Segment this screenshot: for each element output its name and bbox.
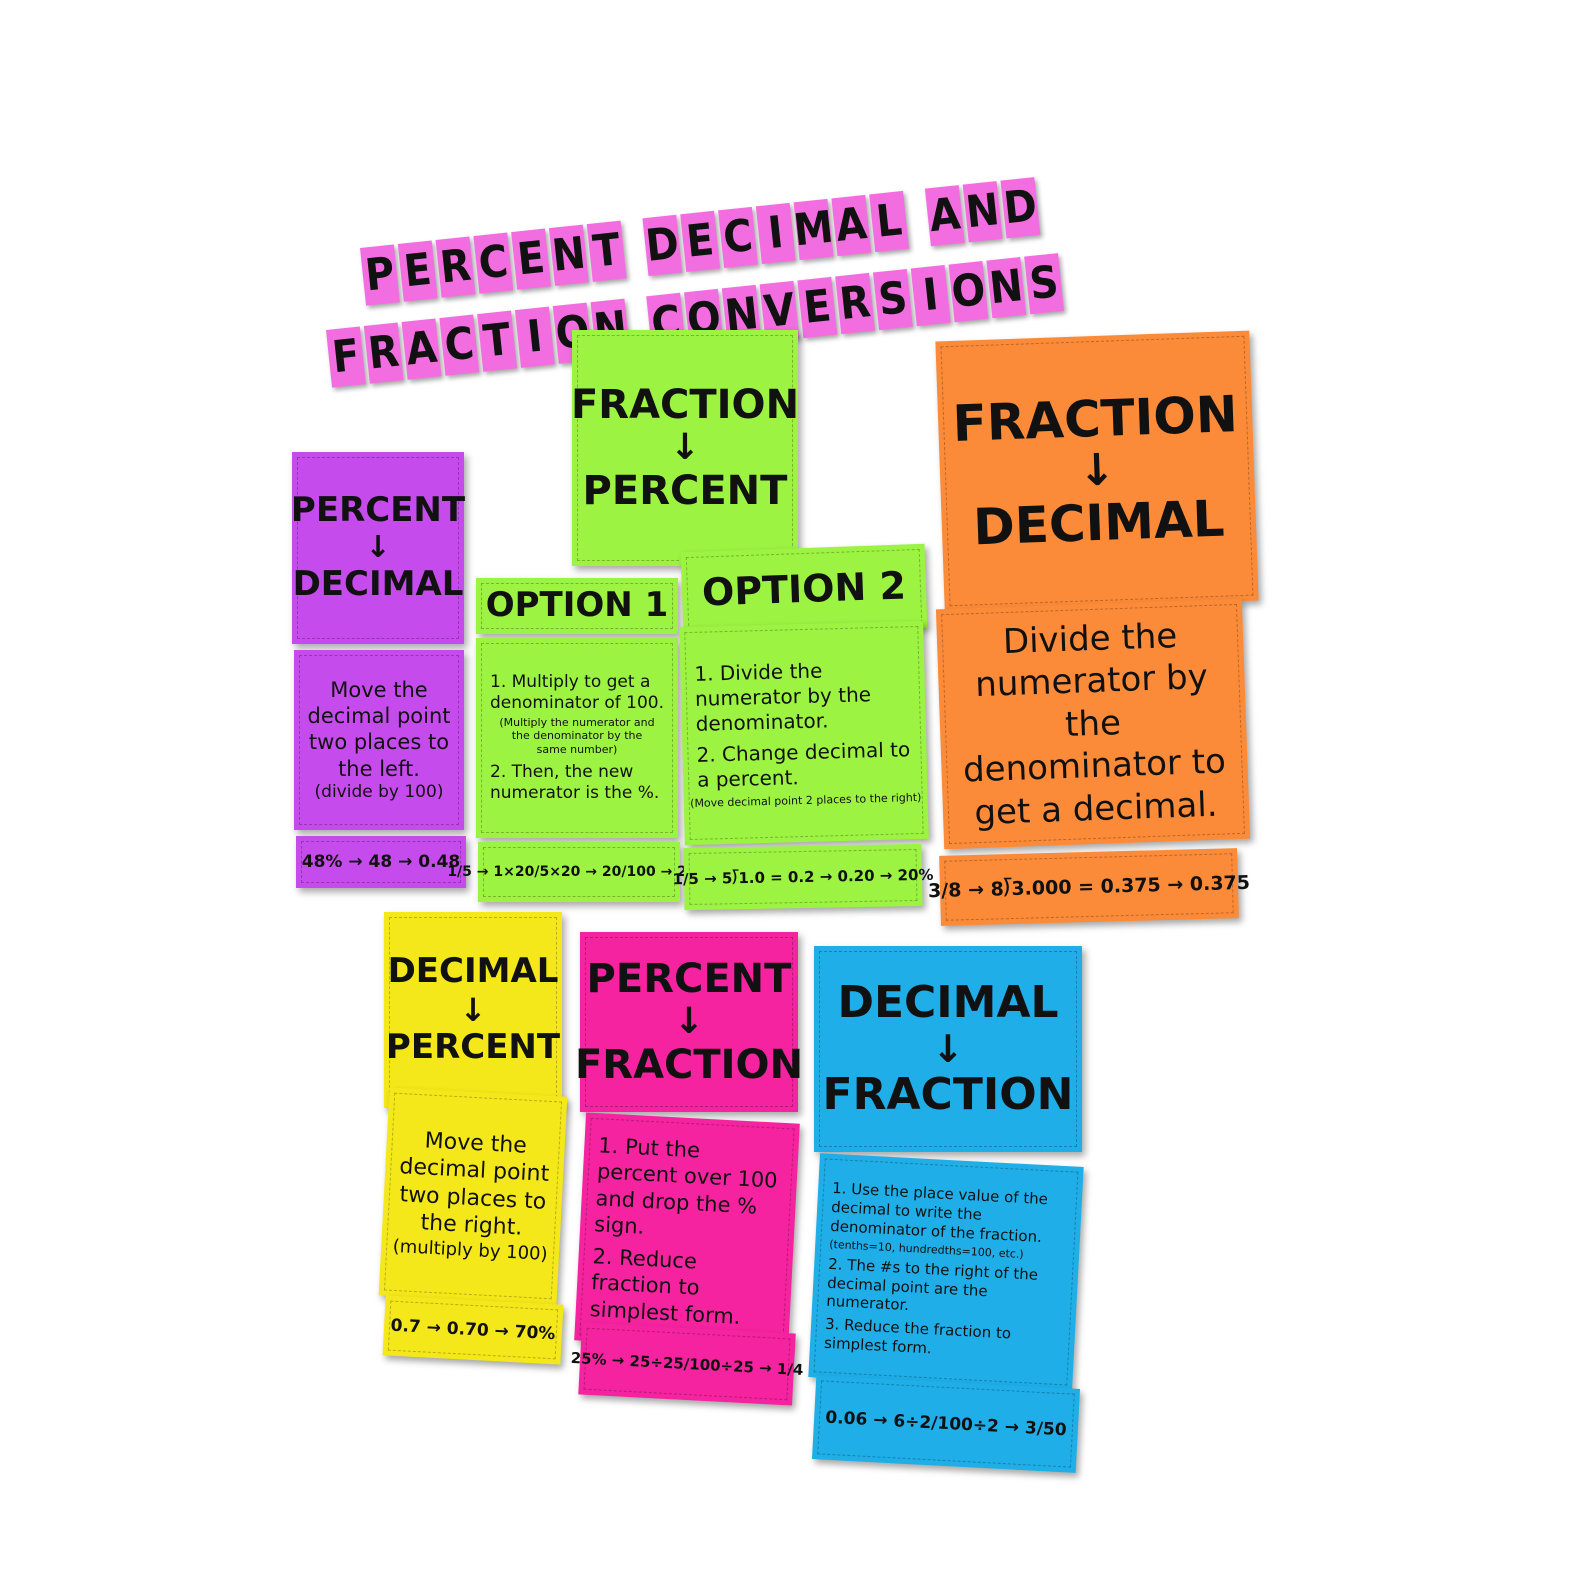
title-letter-tile: L [869,190,910,253]
rule-note: (divide by 100) [314,781,444,802]
rule-text: Move the decimal point two places to the… [307,677,451,781]
title-letter-tile: N [548,224,589,286]
title-letter-tile: C [473,232,514,294]
option-1-example-card: 1/5 → 1×20/5×20 → 20/100 → 20% [447,842,711,902]
to-label: FRACTION [574,1042,804,1088]
title-letter-tile: S [872,268,913,331]
title-letter-tile: D [1000,177,1041,239]
title-letter-tile: O [948,261,989,323]
example-text: 0.7 → 0.70 → 70% [390,1315,556,1345]
decimal-to-percent-example-card: 0.7 → 0.70 → 70% [382,1295,564,1365]
fraction-to-percent-header-card: FRACTION ↓ PERCENT [570,330,800,566]
option-1-label-card: OPTION 1 [476,578,678,634]
percent-to-decimal-rule-card: Move the decimal point two places to the… [294,650,464,830]
title-letter-tile: R [435,236,476,298]
down-arrow-icon: ↓ [932,1027,964,1071]
from-label: PERCENT [290,490,466,531]
down-arrow-icon: ↓ [365,530,391,565]
title-letter-tile: F [326,326,366,388]
option-1-step-1-note: (Multiply the numerator and the denomina… [499,716,655,756]
example-text: 25% → 25÷25/100÷25 → 1/4 [570,1348,804,1380]
fraction-to-decimal-example-card: 3/8 → 8⟌3.000 = 0.375 → 0.375 [928,848,1250,926]
percent-to-decimal-header-card: PERCENT ↓ DECIMAL [290,452,466,644]
option-1-example: 1/5 → 1×20/5×20 → 20/100 → 20% [447,864,711,880]
title-letter-tile: N [986,257,1027,319]
option-2-label: OPTION 2 [701,563,907,615]
option-1-label: OPTION 1 [485,585,669,626]
to-label: DECIMAL [972,489,1226,557]
example-text: 48% → 48 → 0.48 [301,852,461,872]
to-label: PERCENT [582,468,788,514]
percent-to-fraction-steps-card: 1. Put the percent over 100 and drop the… [574,1112,800,1352]
title-letter-tile: P [360,244,400,306]
decimal-to-fraction-example-card: 0.06 → 6÷2/100÷2 → 3/50 [811,1375,1081,1473]
title-letter-tile: C [718,206,758,269]
from-label: FRACTION [570,382,800,428]
title-letter-tile: M [791,198,836,261]
title-letter-tile: A [924,185,965,247]
decimal-to-fraction-steps-card: 1. Use the place value of the decimal to… [808,1153,1084,1391]
percent-to-fraction-example-card: 25% → 25÷25/100÷25 → 1/4 [570,1322,804,1406]
down-arrow-icon: ↓ [673,1001,705,1042]
title-space [625,219,645,278]
option-1-step-2: 2. Then, the new numerator is the %. [490,761,660,804]
down-arrow-icon: ↓ [669,427,701,468]
title-letter-tile: E [797,276,838,339]
decimal-to-percent-rule-card: Move the decimal point two places to the… [378,1087,568,1305]
step-1: 1. Put the percent over 100 and drop the… [593,1133,779,1239]
option-1-step-1: 1. Multiply to get a denominator of 100. [490,671,665,713]
percent-to-decimal-example-card: 48% → 48 → 0.48 [296,836,466,888]
option-2-example: 1/5 → 5⟌1.0 = 0.2 → 0.20 → 20% [672,865,934,889]
title-letter-tile: A [401,318,442,380]
fraction-to-decimal-header-card: FRACTION ↓ DECIMAL [935,330,1259,612]
title-letter-tile: I [755,202,796,265]
option-2-step-2: 2. Change decimal to a percent. [696,737,911,792]
to-label: DECIMAL [292,564,464,604]
title-letter-tile: I [910,264,951,327]
fraction-to-decimal-rule-card: Divide the numerator by the denominator … [935,598,1251,850]
from-label: DECIMAL [837,976,1059,1028]
rule-text: Move the decimal point two places to the… [398,1128,550,1241]
to-label: PERCENT [385,1027,561,1067]
title-letter-tile: C [439,314,480,376]
to-label: FRACTION [822,1069,1074,1120]
decimal-to-percent-header-card: DECIMAL ↓ PERCENT [384,912,562,1108]
example-text: 0.06 → 6÷2/100÷2 → 3/50 [824,1407,1068,1441]
title-letter-tile: N [962,181,1003,243]
title-letter-tile: T [586,220,627,282]
from-label: DECIMAL [387,951,559,992]
option-2-example-card: 1/5 → 5⟌1.0 = 0.2 → 0.20 → 20% [672,843,934,911]
example-text: 3/8 → 8⟌3.000 = 0.375 → 0.375 [927,871,1251,903]
title-letter-tile: D [642,214,683,276]
down-arrow-icon: ↓ [459,991,487,1029]
title-letter-tile: E [511,228,552,290]
title-letter-tile: S [1024,253,1065,315]
from-label: PERCENT [586,956,792,1002]
option-2-step-1: 1. Divide the numerator by the denominat… [694,658,872,736]
title-letter-tile: E [680,210,721,273]
title-letter-tile: I [514,306,555,368]
decimal-to-fraction-header-card: DECIMAL ↓ FRACTION [814,946,1082,1152]
down-arrow-icon: ↓ [1077,444,1117,497]
from-label: FRACTION [951,384,1239,453]
title-letter-tile: E [397,240,438,302]
title-letter-tile: A [831,194,872,257]
step-2: 2. Reduce fraction to simplest form. [589,1244,742,1329]
option-2-steps-card: 1. Divide the numerator by the denominat… [679,620,929,846]
title-letter-tile: R [363,322,404,384]
title-space [907,189,927,248]
percent-to-fraction-header-card: PERCENT ↓ FRACTION [575,932,803,1112]
title-letter-tile: T [477,310,518,372]
option-1-steps-card: 1. Multiply to get a denominator of 100.… [476,638,678,838]
rule-text: Divide the numerator by the denominator … [962,615,1227,833]
title-letter-tile: R [835,272,876,335]
